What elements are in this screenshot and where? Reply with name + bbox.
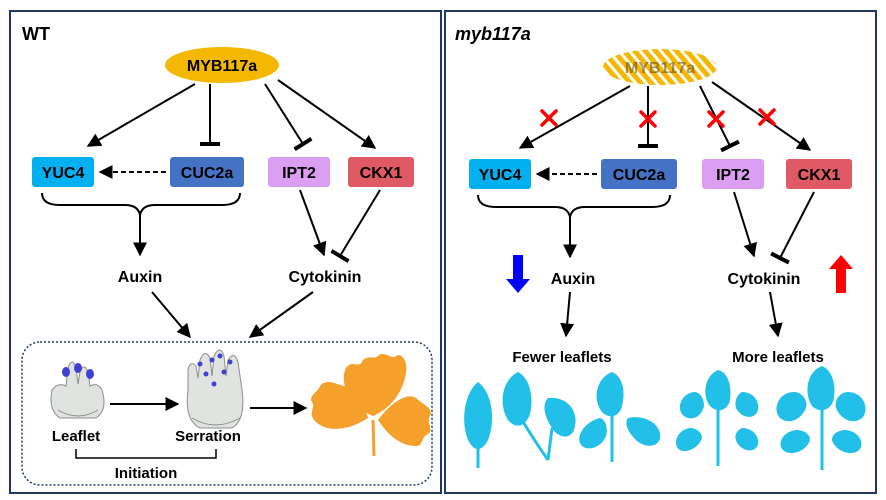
stage-serration: Serration <box>175 428 241 445</box>
wt-edge-auxin-development <box>151 291 191 339</box>
wt-panel: WT MYB117a YUC4 CUC2a IPT2 CKX1 Auxin Cy… <box>9 10 442 494</box>
mutant-gene-yuc4-label: YUC4 <box>479 167 522 184</box>
mutant-edge-cytokinin-more <box>768 291 783 338</box>
wt-gene-ckx1-label: CKX1 <box>360 165 403 182</box>
leaflet-primordia-image <box>50 361 105 419</box>
mutant-title: myb117a <box>455 24 531 44</box>
wt-regulator-node <box>165 47 279 83</box>
leaf-trifoliate-small <box>579 372 661 462</box>
stage-leaflet: Leaflet <box>52 428 100 445</box>
mutant-gene-ckx1 <box>786 159 852 189</box>
cross-icon <box>758 108 776 126</box>
wt-gene-cuc2a-label: CUC2a <box>181 165 234 182</box>
mutant-gene-ipt2-label: IPT2 <box>716 167 750 184</box>
leaf-double <box>502 372 576 461</box>
mutant-regulator-label: MYB117a <box>625 60 695 77</box>
cross-icon <box>707 110 725 128</box>
mutant-gene-ckx1-label: CKX1 <box>798 167 841 184</box>
mutant-gene-cuc2a <box>601 159 677 189</box>
mutant-edge-myb-yuc4 <box>518 85 631 149</box>
leaf-five-large <box>776 366 866 470</box>
wt-hormone-auxin: Auxin <box>118 269 162 286</box>
wt-gene-yuc4 <box>32 157 94 187</box>
mutant-hormone-auxin: Auxin <box>551 271 595 288</box>
leaf-five-small <box>675 370 759 466</box>
mutant-hormone-cytokinin: Cytokinin <box>728 271 801 288</box>
initiation-bracket <box>75 449 217 459</box>
wt-gene-ipt2-label: IPT2 <box>282 165 316 182</box>
wt-regulator-label: MYB117a <box>187 58 257 75</box>
leaf-single <box>464 382 493 468</box>
wt-gene-cuc2a <box>170 157 244 187</box>
wt-edge-myb-ckx1 <box>277 79 377 149</box>
mutant-panel: myb117a MYB117a YUC4 CUC2a IPT2 CKX1 <box>444 10 877 494</box>
wt-edge-myb-ipt2 <box>264 83 313 152</box>
cross-icon <box>540 109 558 127</box>
cross-icons <box>540 108 776 128</box>
cross-icon <box>639 110 657 128</box>
stage-initiation: Initiation <box>115 465 178 482</box>
wt-development-box <box>21 341 433 486</box>
wt-hormone-cytokinin: Cytokinin <box>289 269 362 286</box>
mutant-edge-ckx1-cytokinin <box>770 191 815 265</box>
wt-edge-cytokinin-development <box>248 291 314 338</box>
mutant-edge-myb-ckx1 <box>711 81 812 151</box>
mutant-leaves <box>464 366 866 470</box>
serration-image <box>186 349 244 429</box>
outcome-more-leaflets: More leaflets <box>732 349 824 366</box>
wt-mature-leaf <box>311 354 431 457</box>
wt-edge-ipt2-cytokinin <box>299 189 327 257</box>
wt-edge-ckx1-cytokinin <box>330 189 381 263</box>
wt-gene-yuc4-label: YUC4 <box>42 165 85 182</box>
mutant-gene-ipt2 <box>702 159 764 189</box>
mutant-edge-ipt2-cytokinin <box>733 191 757 258</box>
up-arrow-icon <box>829 255 853 293</box>
wt-gene-ckx1 <box>348 157 414 187</box>
wt-gene-ipt2 <box>268 157 330 187</box>
outcome-fewer-leaflets: Fewer leaflets <box>512 349 611 366</box>
wt-edge-myb-yuc4 <box>86 83 196 147</box>
mutant-edge-auxin-fewer <box>560 291 575 338</box>
mutant-regulator-node <box>603 49 717 85</box>
down-arrow-icon <box>506 255 530 293</box>
wt-title: WT <box>22 24 50 44</box>
mutant-gene-yuc4 <box>469 159 531 189</box>
mutant-gene-cuc2a-label: CUC2a <box>613 167 666 184</box>
